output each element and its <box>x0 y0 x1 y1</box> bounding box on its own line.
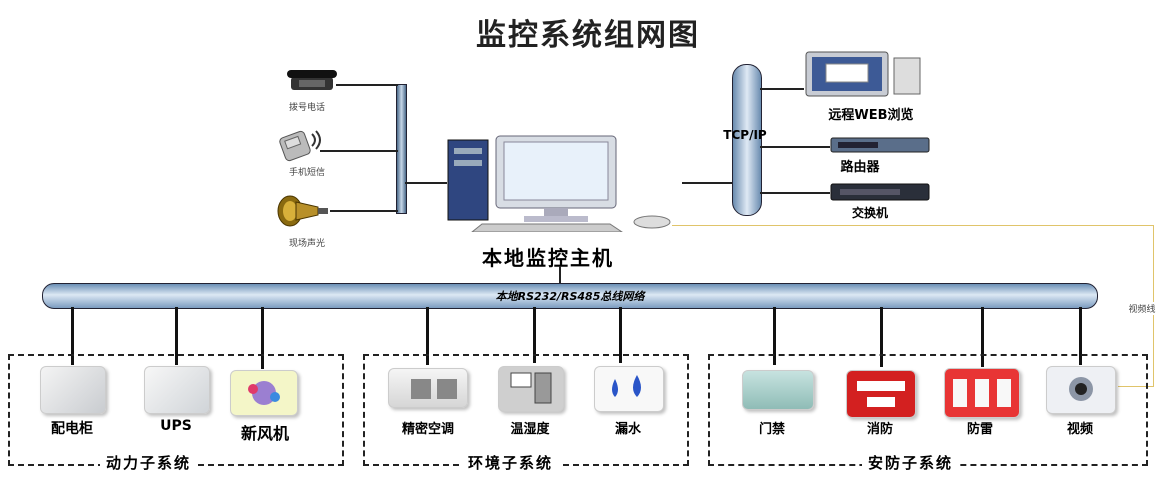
precision-ac-icon <box>388 368 468 408</box>
drop-line <box>880 307 883 367</box>
drop-line <box>533 307 536 363</box>
telephone-icon <box>285 68 339 96</box>
host-label: 本地监控主机 <box>482 246 614 270</box>
drop-line <box>71 307 74 365</box>
network-connector <box>760 146 830 148</box>
alarm-label: 现场声光 <box>288 239 325 249</box>
alarm-to-host-line <box>405 182 447 184</box>
video-line <box>1118 386 1154 387</box>
host-to-tcp-line <box>682 182 732 184</box>
water-leak-icon <box>594 366 664 412</box>
siren-icon <box>274 194 334 232</box>
device-label: 消防 <box>866 422 893 437</box>
temperature-humidity-icon <box>498 366 564 412</box>
video-camera-icon <box>1046 366 1116 414</box>
switch-icon <box>830 182 930 206</box>
network-connector <box>760 88 804 90</box>
network-connector <box>760 192 830 194</box>
network-device-label: 远程WEB浏览 <box>828 108 914 123</box>
alarm-connector <box>320 150 398 152</box>
video-line <box>672 225 1154 226</box>
mobile-phone-icon <box>278 128 324 166</box>
device-label: 门禁 <box>758 422 785 437</box>
group-title: 安防子系统 <box>862 452 960 473</box>
drop-line <box>619 307 622 363</box>
group-title: 环境子系统 <box>462 452 560 473</box>
network-device-label: 交换机 <box>851 206 888 220</box>
device-label: 新风机 <box>240 424 289 443</box>
device-label: 防雷 <box>966 422 993 437</box>
group-title: 动力子系统 <box>100 452 198 473</box>
rs485-bus <box>42 283 1098 309</box>
drop-line <box>981 307 984 367</box>
alarm-label: 手机短信 <box>288 168 325 178</box>
power-cabinet-icon <box>40 366 106 414</box>
tcp-label: TCP/IP <box>723 128 767 142</box>
diagram-title: 监控系统组网图 <box>476 18 700 53</box>
router-icon <box>830 136 930 158</box>
device-label: 温湿度 <box>510 422 550 437</box>
tcp-ip-pipe <box>732 64 762 216</box>
device-label: UPS <box>160 418 192 434</box>
fire-alarm-icon <box>846 370 916 418</box>
host-to-bus-line <box>559 266 561 284</box>
fresh-air-unit-icon <box>230 370 298 416</box>
lightning-protection-icon <box>944 368 1020 418</box>
drop-line <box>175 307 178 365</box>
drop-line <box>773 307 776 365</box>
device-label: 漏水 <box>614 422 641 437</box>
alarm-label: 拨号电话 <box>288 103 325 113</box>
drop-line <box>426 307 429 365</box>
alarm-connector <box>330 210 398 212</box>
computer-icon <box>442 132 682 236</box>
bus-label: 本地RS232/RS485总线网络 <box>495 290 645 303</box>
device-label: 视频 <box>1066 422 1093 437</box>
ups-icon <box>144 366 210 414</box>
alarm-pipe <box>396 84 407 214</box>
web-browser-pc-icon <box>804 48 924 104</box>
device-label: 精密空调 <box>401 422 454 437</box>
alarm-connector <box>336 84 398 86</box>
network-device-label: 路由器 <box>840 160 880 175</box>
access-control-icon <box>742 370 814 410</box>
drop-line <box>261 307 264 369</box>
drop-line <box>1079 307 1082 365</box>
device-label: 配电柜 <box>51 421 93 437</box>
video-line-label: 视频线 <box>1112 302 1172 315</box>
